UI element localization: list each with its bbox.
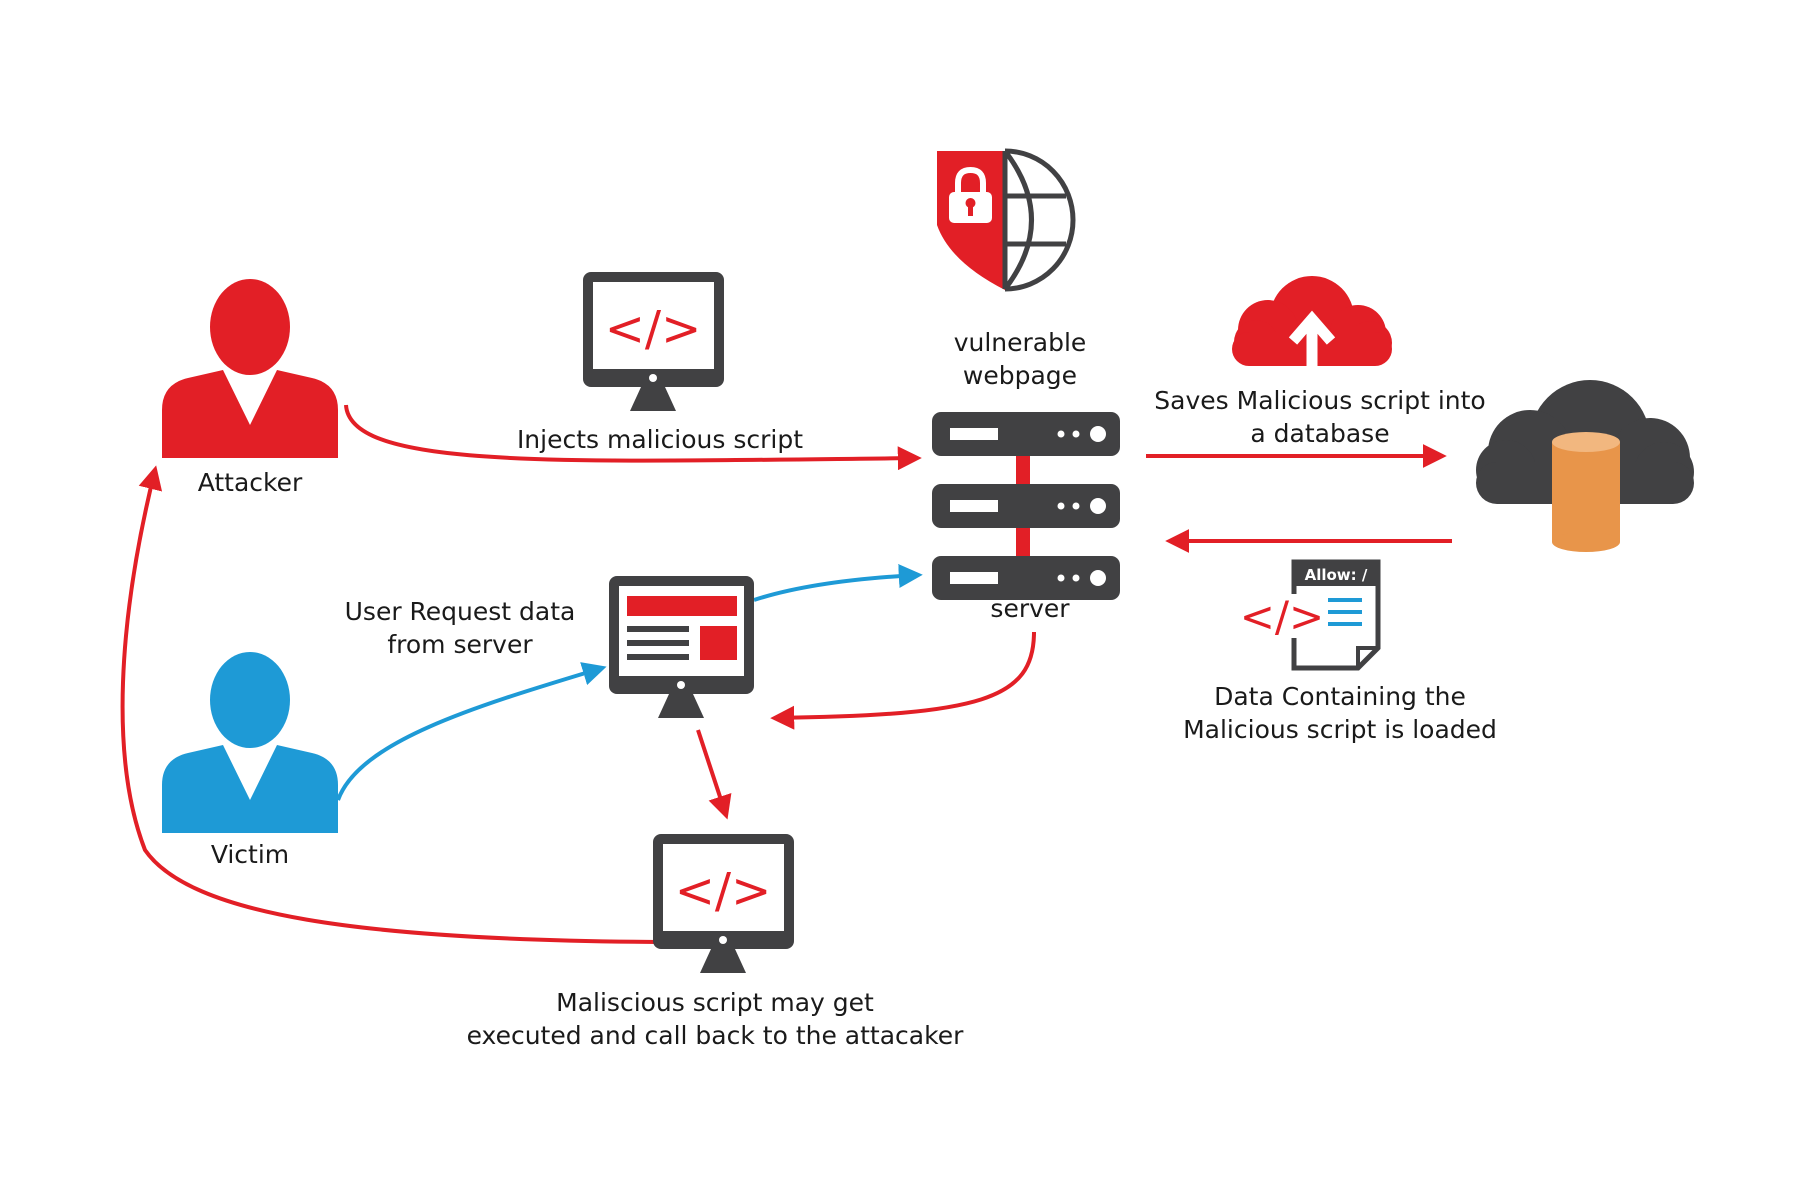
- browser-monitor-icon: [609, 576, 754, 718]
- webpage-label: vulnerable webpage: [953, 328, 1087, 390]
- code-monitor-bottom-icon: </>: [653, 834, 794, 973]
- attacker-label: Attacker: [197, 468, 303, 497]
- forward-request-arrow: [753, 564, 923, 602]
- upload-cloud-icon: [1232, 276, 1392, 366]
- victim-label: Victim: [210, 840, 290, 869]
- server-icon: [932, 412, 1120, 600]
- request-arrow: [336, 662, 607, 801]
- code-symbol-bottom: </>: [675, 863, 772, 919]
- server-label: server: [990, 594, 1070, 623]
- victim-icon: [162, 652, 338, 833]
- data-file-icon: Allow: / </>: [1240, 559, 1381, 671]
- save-label: Saves Malicious script into a database: [1154, 386, 1486, 448]
- inject-arrow: [344, 404, 922, 471]
- execute-label: Maliscious script may get executed and c…: [466, 988, 964, 1050]
- attacker-icon: [162, 279, 338, 458]
- response-arrow: [770, 631, 1036, 730]
- callback-arrow: [120, 465, 659, 944]
- code-symbol-file: </>: [1240, 592, 1325, 641]
- inject-label: Injects malicious script: [516, 425, 804, 454]
- request-label: User Request data from server: [344, 597, 576, 659]
- file-header-text: Allow: /: [1305, 566, 1368, 584]
- code-monitor-top-icon: </>: [583, 272, 724, 411]
- database-cloud-icon: [1476, 380, 1694, 552]
- render-arrow: [696, 729, 732, 820]
- load-label: Data Containing the Malicious script is …: [1183, 682, 1497, 744]
- code-symbol-top: </>: [605, 301, 702, 357]
- vulnerable-webpage-icon: [937, 148, 1076, 292]
